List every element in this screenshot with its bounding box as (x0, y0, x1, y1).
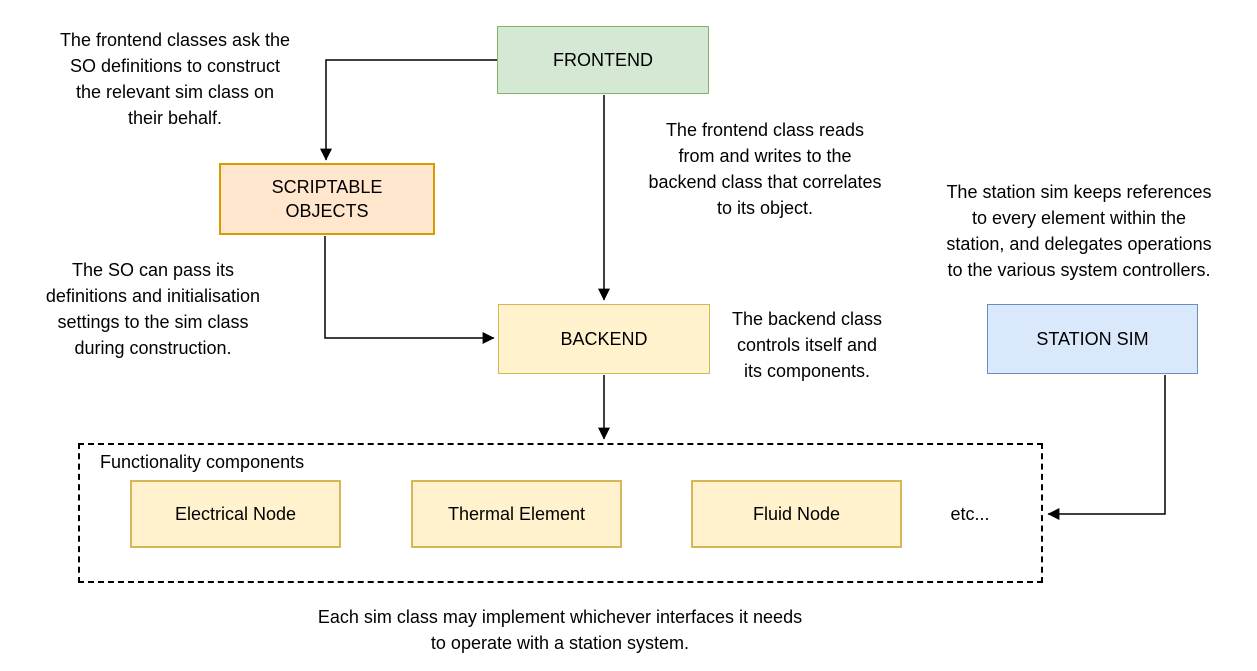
scriptable-objects-node: SCRIPTABLE OBJECTS (219, 163, 435, 235)
backend-node-label: BACKEND (560, 329, 648, 349)
frontend-node: FRONTEND (497, 26, 709, 94)
electrical-node: Electrical Node (130, 480, 341, 548)
annotation-so-to-backend: The SO can pass its definitions and init… (45, 260, 261, 358)
annotation-frontend-to-backend: The frontend class reads from and writes… (648, 120, 882, 218)
annotation-station-sim: The station sim keeps references to ever… (946, 182, 1212, 280)
arrow-scriptable-objects-to-backend (324, 236, 495, 344)
arrow-station-sim-to-components (1047, 375, 1166, 520)
fluid-node-label: Fluid Node (752, 504, 841, 524)
thermal-element-node: Thermal Element (411, 480, 622, 548)
electrical-node-label: Electrical Node (174, 504, 297, 524)
annotation-bottom-caption: Each sim class may implement whichever i… (317, 607, 803, 653)
thermal-element-node-label: Thermal Element (447, 504, 586, 524)
backend-node: BACKEND (498, 304, 710, 374)
functionality-components-container (78, 443, 1043, 583)
scriptable-objects-node-label: SCRIPTABLE OBJECTS (271, 177, 383, 221)
station-sim-node-label: STATION SIM (1036, 329, 1149, 349)
annotation-frontend-to-so: The frontend classes ask the SO definiti… (59, 30, 291, 128)
functionality-components-label: Functionality components (100, 452, 305, 472)
annotation-backend-note: The backend class controls itself and it… (731, 309, 883, 381)
etc-label: etc... (950, 503, 990, 524)
arrow-frontend-to-scriptable-objects (320, 59, 497, 161)
frontend-node-label: FRONTEND (553, 50, 653, 70)
fluid-node: Fluid Node (691, 480, 902, 548)
station-sim-node: STATION SIM (987, 304, 1198, 374)
